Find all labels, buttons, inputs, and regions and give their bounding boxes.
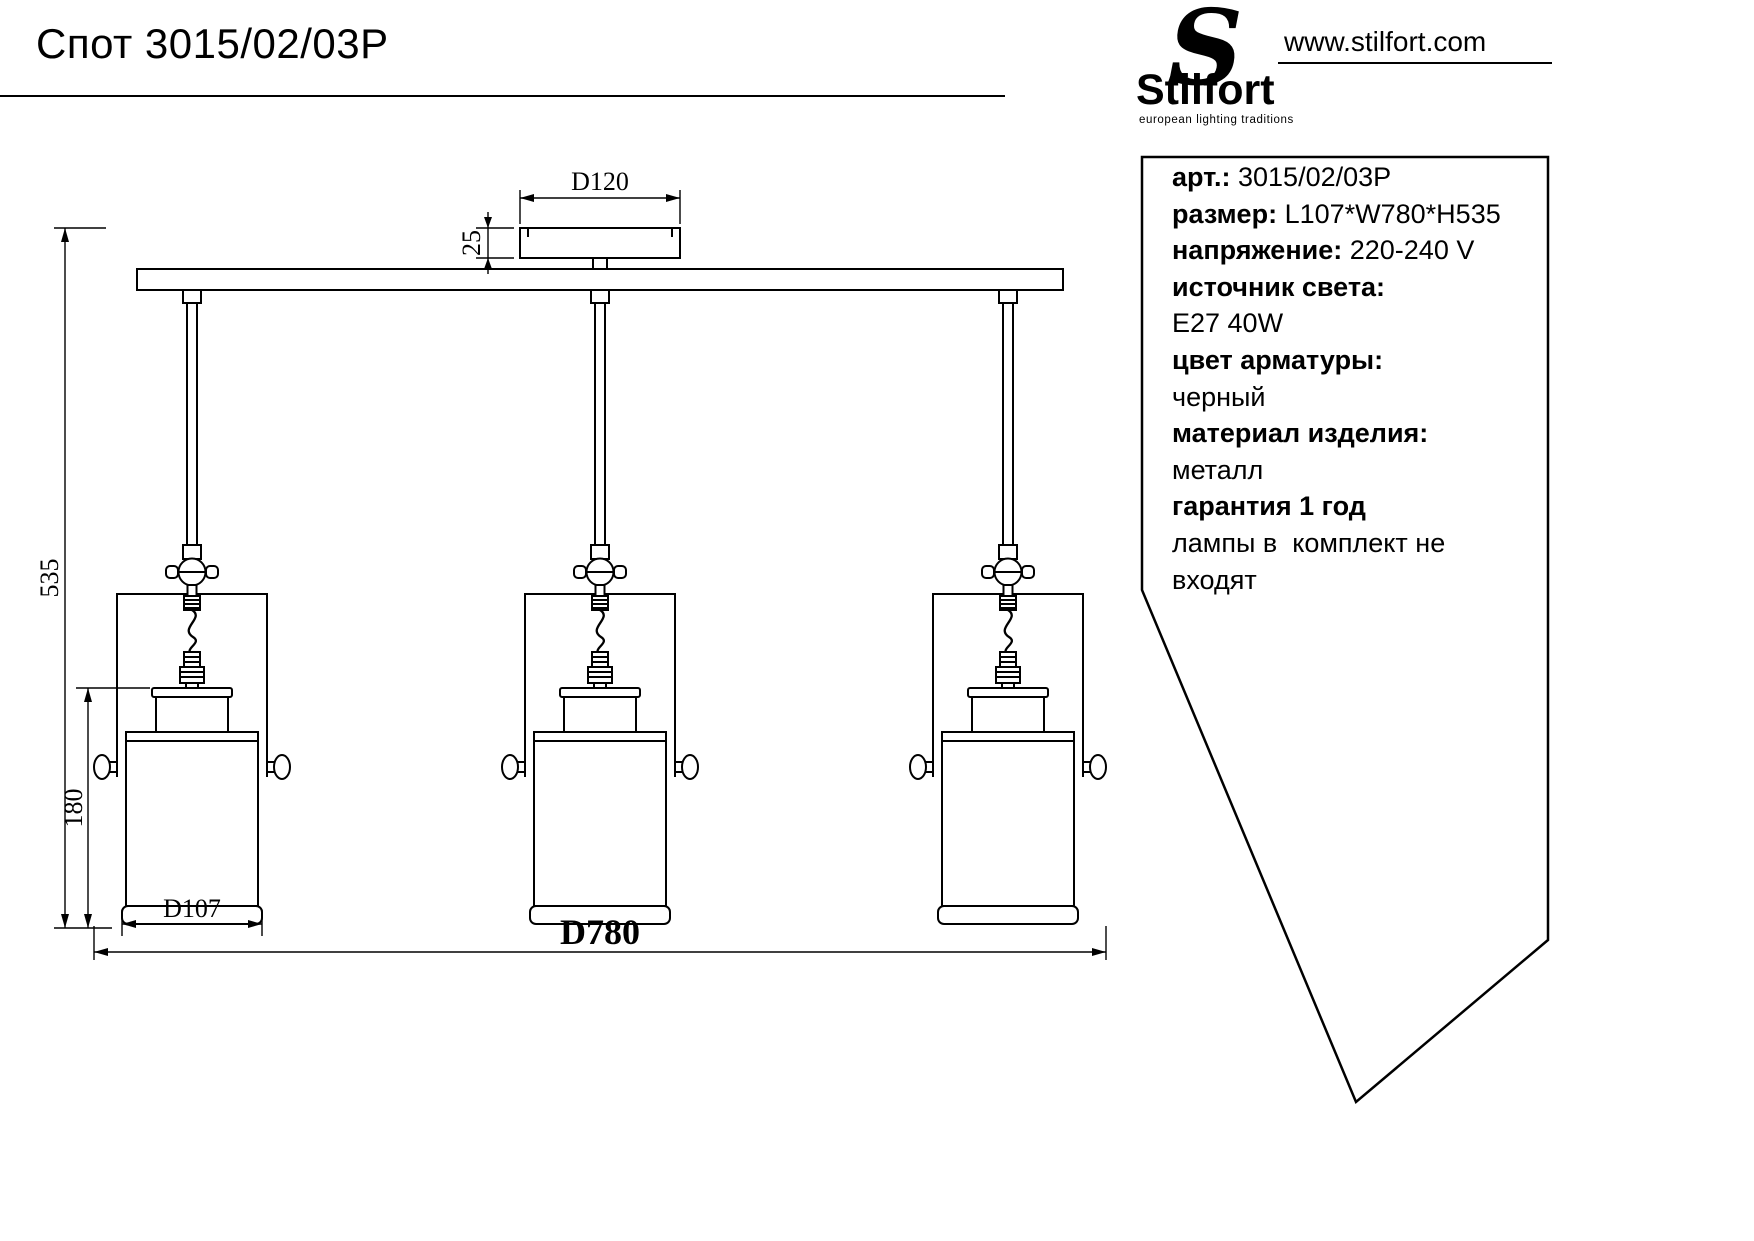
dimension-180: 180 <box>59 687 150 928</box>
spec-label: размер: <box>1172 198 1278 229</box>
dim-25-label: 25 <box>457 230 486 256</box>
dimension-d780: D780 <box>93 912 1107 960</box>
spec-label: арт.: <box>1172 162 1231 192</box>
spec-value: 3015/02/03P <box>1230 162 1392 192</box>
page-title: Спот 3015/02/03P <box>36 20 389 67</box>
dimension-d120: D120 <box>519 167 681 224</box>
spec-line-armature-color-label: цвет арматуры: <box>1172 342 1536 379</box>
spec-line-voltage: напряжение: 220-240 V <box>1172 232 1536 269</box>
spec-value: лампы в комплект не входят <box>1172 527 1453 595</box>
spec-value: черный <box>1172 381 1266 412</box>
lamp-assembly-left <box>92 288 292 926</box>
spec-label: цвет арматуры: <box>1172 344 1384 375</box>
spec-line-material-value: металл <box>1172 452 1536 489</box>
dim-180-label: 180 <box>59 789 88 828</box>
website-url: www.stilfort.com <box>1284 26 1487 57</box>
spec-line-light-source-value: E27 40W <box>1172 305 1536 342</box>
dim-535-label: 535 <box>35 559 64 598</box>
spec-value: 220-240 V <box>1342 235 1475 266</box>
stilfort-s-logo-icon: S <box>1168 0 1244 109</box>
lamp-assembly-right <box>908 288 1108 926</box>
spec-value: металл <box>1172 454 1264 485</box>
ceiling-canopy <box>519 227 681 259</box>
logo-divider <box>1278 62 1552 64</box>
spec-line-material-label: материал изделия: <box>1172 415 1536 452</box>
dimension-535: 535 <box>35 227 112 929</box>
spec-line-armature-color-value: черный <box>1172 379 1536 416</box>
brand-tagline: european lighting traditions <box>1139 114 1294 126</box>
title-underline <box>0 95 1005 97</box>
spec-label: напряжение: <box>1172 235 1343 266</box>
dim-d780-label: D780 <box>560 912 640 952</box>
lamp-assembly-center <box>500 288 700 926</box>
spec-line-warranty: гарантия 1 год <box>1172 488 1536 525</box>
spec-line-size: размер: L107*W780*H535 <box>1172 196 1536 233</box>
dim-d120-label: D120 <box>571 167 629 196</box>
spec-line-light-source-label: источник света: <box>1172 269 1536 306</box>
spec-label: источник света: <box>1172 271 1386 302</box>
spec-line-lamps-note: лампы в комплект не входят <box>1172 525 1536 598</box>
spec-list: арт.: 3015/02/03P размер: L107*W780*H535… <box>1172 159 1536 598</box>
dim-d107-label: D107 <box>163 894 221 923</box>
spec-value: L107*W780*H535 <box>1277 198 1501 229</box>
spec-panel-border <box>1140 155 1550 1105</box>
canopy-stem <box>592 257 608 270</box>
brand-name: Stilfort <box>1136 66 1275 114</box>
dimension-d107: D107 <box>121 894 263 936</box>
support-bar <box>136 268 1064 291</box>
spec-value: E27 40W <box>1172 308 1284 339</box>
spec-line-article: арт.: 3015/02/03P <box>1172 159 1536 196</box>
spec-label: материал изделия: <box>1172 418 1429 449</box>
dimension-25: 25 <box>457 212 514 274</box>
spec-label: гарантия 1 год <box>1172 491 1366 522</box>
